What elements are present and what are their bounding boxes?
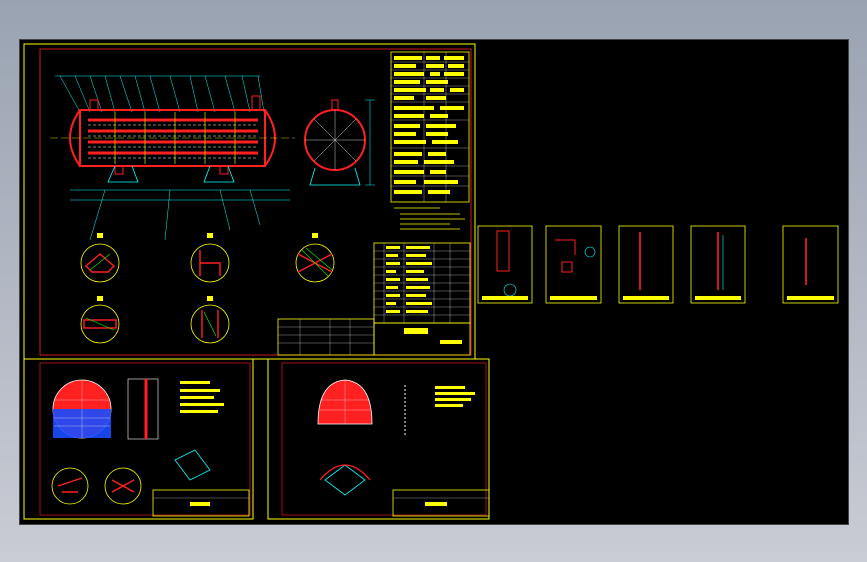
sheet-tubesheet-detail[interactable] — [23, 358, 254, 520]
sheet-thumbnails[interactable] — [477, 225, 839, 304]
drawing-canvas[interactable] — [20, 40, 848, 524]
vessel-elevation-view — [50, 75, 295, 241]
vessel-end-view — [304, 99, 375, 186]
technical-spec-table — [390, 51, 470, 230]
cad-viewport[interactable] — [19, 39, 849, 525]
sheet-head-detail[interactable] — [267, 358, 490, 520]
detail-views — [80, 233, 335, 344]
parts-list-table — [277, 242, 471, 356]
